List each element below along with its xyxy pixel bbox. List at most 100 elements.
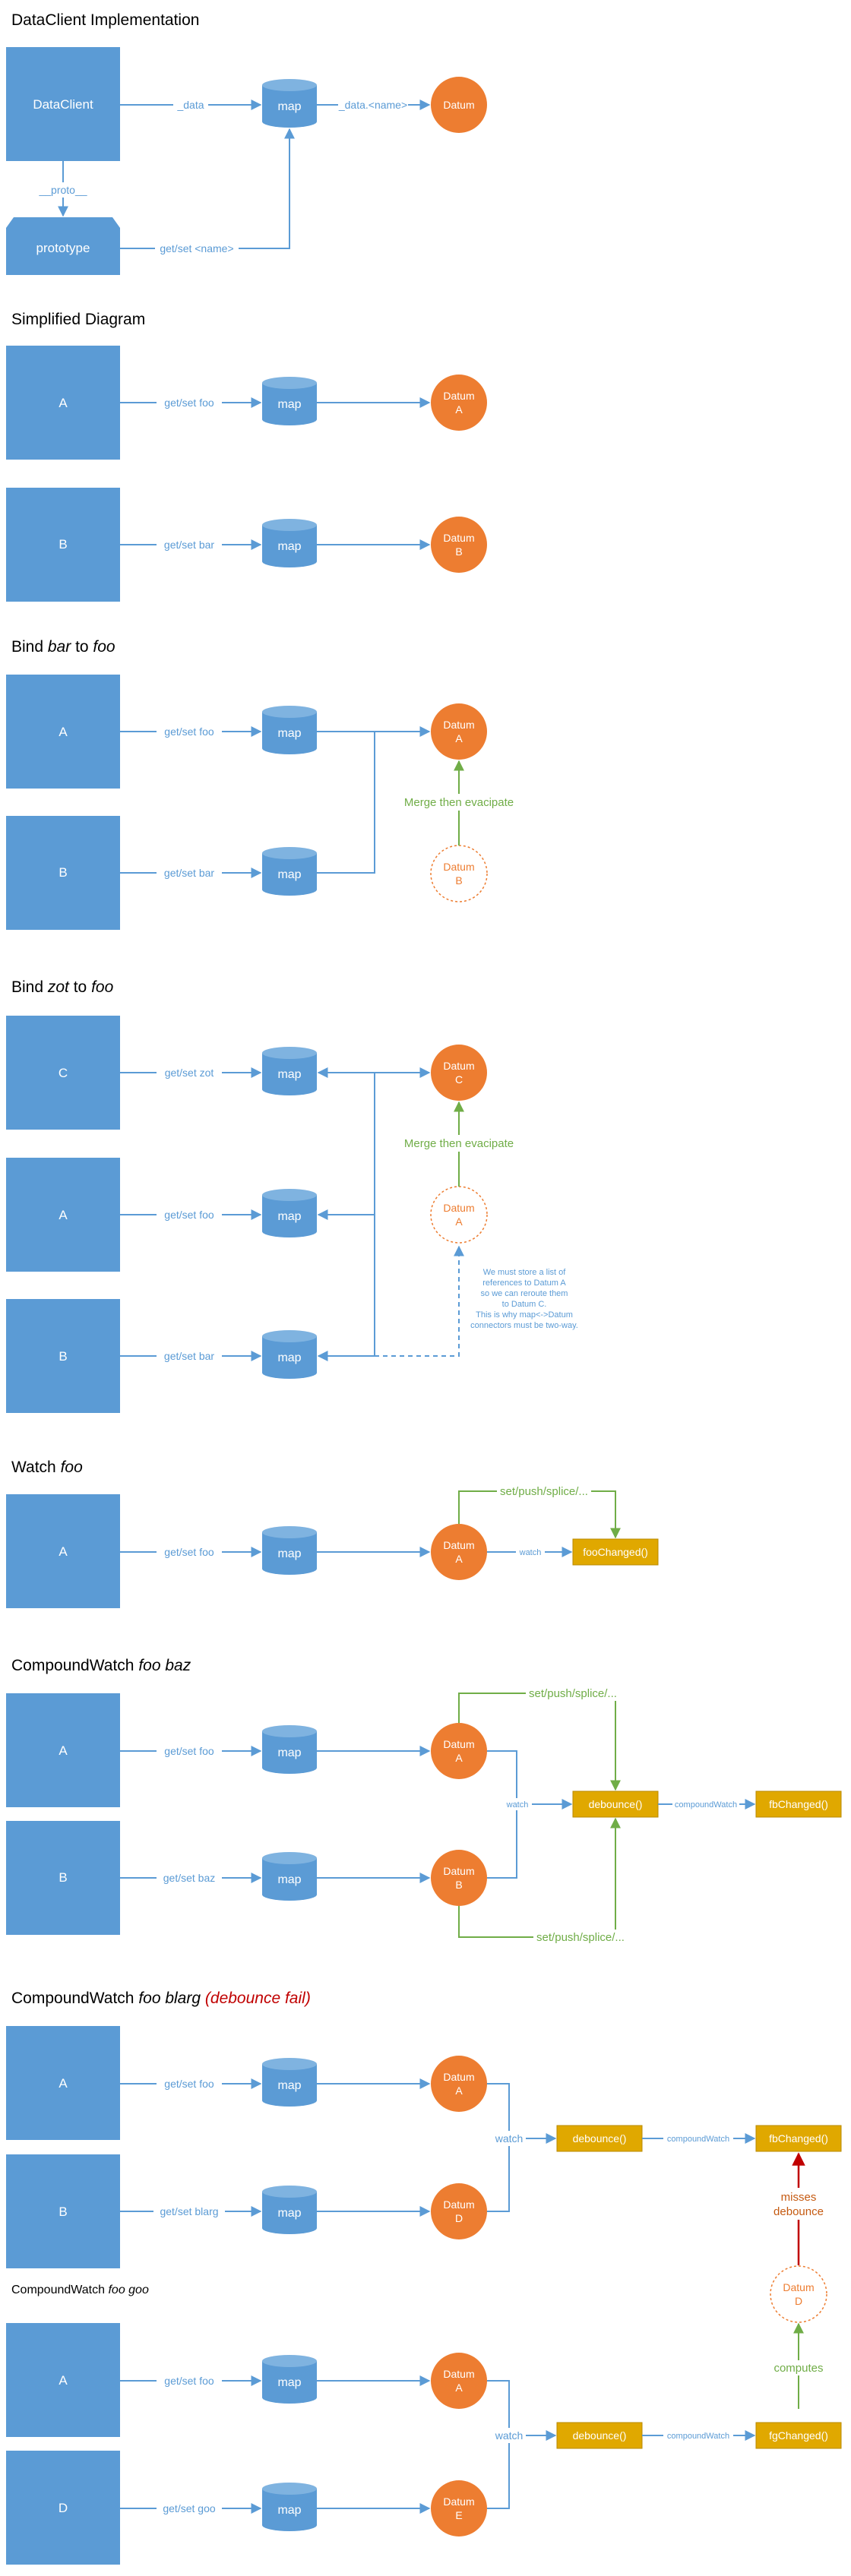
datum-d-circle (431, 2183, 487, 2239)
map-label: map (277, 727, 301, 740)
section-compoundwatch-foo-baz: CompoundWatch foo baz A get/set foo map … (6, 1657, 842, 1945)
client-a-label: A (59, 2076, 68, 2091)
map-cylinder: map (262, 2355, 317, 2404)
map-cylinder: map (262, 706, 317, 754)
reference-dashed-arrow (375, 1245, 464, 1357)
ghost-datum-circle (430, 845, 488, 902)
edge-proto-label: __proto__ (38, 184, 87, 196)
map-label: map (277, 1547, 301, 1560)
datum-a-circle (431, 2353, 487, 2409)
datum-a-label: Datum (443, 2071, 474, 2083)
map-cylinder: map (262, 847, 317, 896)
edge-watch-label: watch (495, 2429, 524, 2442)
merge-label: Merge then evacipate (404, 1137, 514, 1150)
debounce-word-label: debounce (773, 2205, 824, 2218)
ghost-datum-letter: D (795, 2295, 802, 2307)
section-title: Bind zot to foo (11, 978, 114, 996)
edge-b-label: get/set bar (164, 1350, 214, 1362)
datum-e-letter: E (455, 2509, 462, 2521)
datum-a-label: Datum (443, 1738, 474, 1750)
section-title: CompoundWatch foo blarg (debounce fail) (11, 1990, 311, 2007)
fb-changed-label: fbChanged() (769, 1798, 828, 1810)
section-title: CompoundWatch foo baz (11, 1657, 191, 1674)
edge-b-label: get/set blarg (160, 2205, 218, 2217)
ghost-datum-letter: B (455, 874, 462, 887)
debounce-label: debounce() (589, 1798, 643, 1810)
datum-e-circle (431, 2480, 487, 2536)
section-compoundwatch-foo-goo: CompoundWatch foo goo A get/set foo map … (6, 2284, 842, 2565)
datum-c-circle (431, 1045, 487, 1101)
ghost-datum-circle (430, 1186, 488, 1244)
dataclient-box (6, 47, 120, 161)
section-title: Simplified Diagram (11, 311, 145, 328)
map-label: map (277, 100, 301, 113)
fg-changed-box (755, 2422, 842, 2449)
datum-a-label: Datum (443, 719, 474, 731)
map-label: map (277, 2376, 301, 2389)
map-label: map (277, 398, 301, 411)
edge-a-label: get/set foo (164, 1546, 214, 1558)
map-cylinder: map (262, 377, 317, 425)
datum-a-letter: A (455, 2085, 463, 2097)
client-b-box (6, 1299, 120, 1413)
datum-b-label: Datum (443, 532, 474, 544)
client-a-box (6, 2026, 120, 2140)
datum-a-circle (431, 375, 487, 431)
map-label: map (277, 1351, 301, 1364)
mutation-loop-top-label: set/push/splice/... (529, 1687, 617, 1700)
fb-changed-box (755, 2125, 842, 2152)
map-label: map (277, 1068, 301, 1081)
datum-a-letter: A (455, 732, 463, 744)
edge-a-label: get/set foo (164, 1745, 214, 1757)
debounce-label: debounce() (573, 2132, 627, 2145)
map-cylinder: map (262, 1189, 317, 1237)
edge-a-label: get/set foo (164, 1209, 214, 1221)
note-line: This is why map<->Datum (476, 1310, 573, 1320)
client-b-box (6, 816, 120, 930)
client-a-label: A (59, 2373, 68, 2388)
datum-b-letter: B (455, 1879, 462, 1891)
section-watch-foo: Watch foo A get/set foo map Datum A watc… (6, 1459, 659, 1608)
map-label: map (277, 2207, 301, 2220)
note-line: We must store a list of (483, 1268, 567, 1277)
edge-getset-label: get/set <name> (160, 242, 233, 254)
fg-changed-label: fgChanged() (769, 2429, 828, 2442)
watch-bracket (487, 2380, 510, 2509)
map-cylinder: map (262, 1330, 317, 1379)
reference-note: We must store a list of references to Da… (470, 1268, 578, 1330)
dataclient-label: DataClient (33, 97, 93, 112)
client-d-label: D (59, 2501, 68, 2515)
datum-a-label: Datum (443, 390, 474, 402)
client-a-box (6, 2323, 120, 2437)
client-b-label: B (59, 865, 67, 880)
edge-d-label: get/set goo (163, 2502, 215, 2514)
note-line: references to Datum A (482, 1279, 566, 1288)
client-a-label: A (59, 396, 68, 410)
client-b-box (6, 2154, 120, 2268)
map-cylinder: map (262, 1852, 317, 1901)
datum-circle (431, 77, 487, 133)
edge-compound-label: compoundWatch (667, 2432, 729, 2441)
datum-e-label: Datum (443, 2495, 474, 2508)
datum-c-label: Datum (443, 1060, 474, 1072)
datum-a-letter: A (455, 1553, 463, 1565)
map-cylinder: map (262, 79, 317, 128)
client-b-label: B (59, 1349, 67, 1364)
client-b-label: B (59, 1870, 67, 1885)
ghost-datum-label: Datum (783, 2281, 814, 2293)
client-b-box (6, 1821, 120, 1935)
client-a-label: A (59, 1544, 68, 1559)
edge-getset (120, 128, 295, 249)
client-c-box (6, 1016, 120, 1130)
prototype-shape (6, 217, 120, 275)
section-title: Bind bar to foo (11, 638, 115, 656)
edge-compound-label: compoundWatch (675, 1800, 737, 1810)
misses-label: misses (781, 2191, 817, 2204)
datum-d-letter: D (455, 2212, 463, 2224)
ghost-datum-d-circle (770, 2265, 827, 2323)
debounce-label: debounce() (573, 2429, 627, 2442)
client-a-label: A (59, 725, 68, 739)
edge-compound-label: compoundWatch (667, 2135, 729, 2144)
edge-a-label: get/set foo (164, 2078, 214, 2090)
edge-data-name-label: _data.<name> (338, 99, 407, 111)
